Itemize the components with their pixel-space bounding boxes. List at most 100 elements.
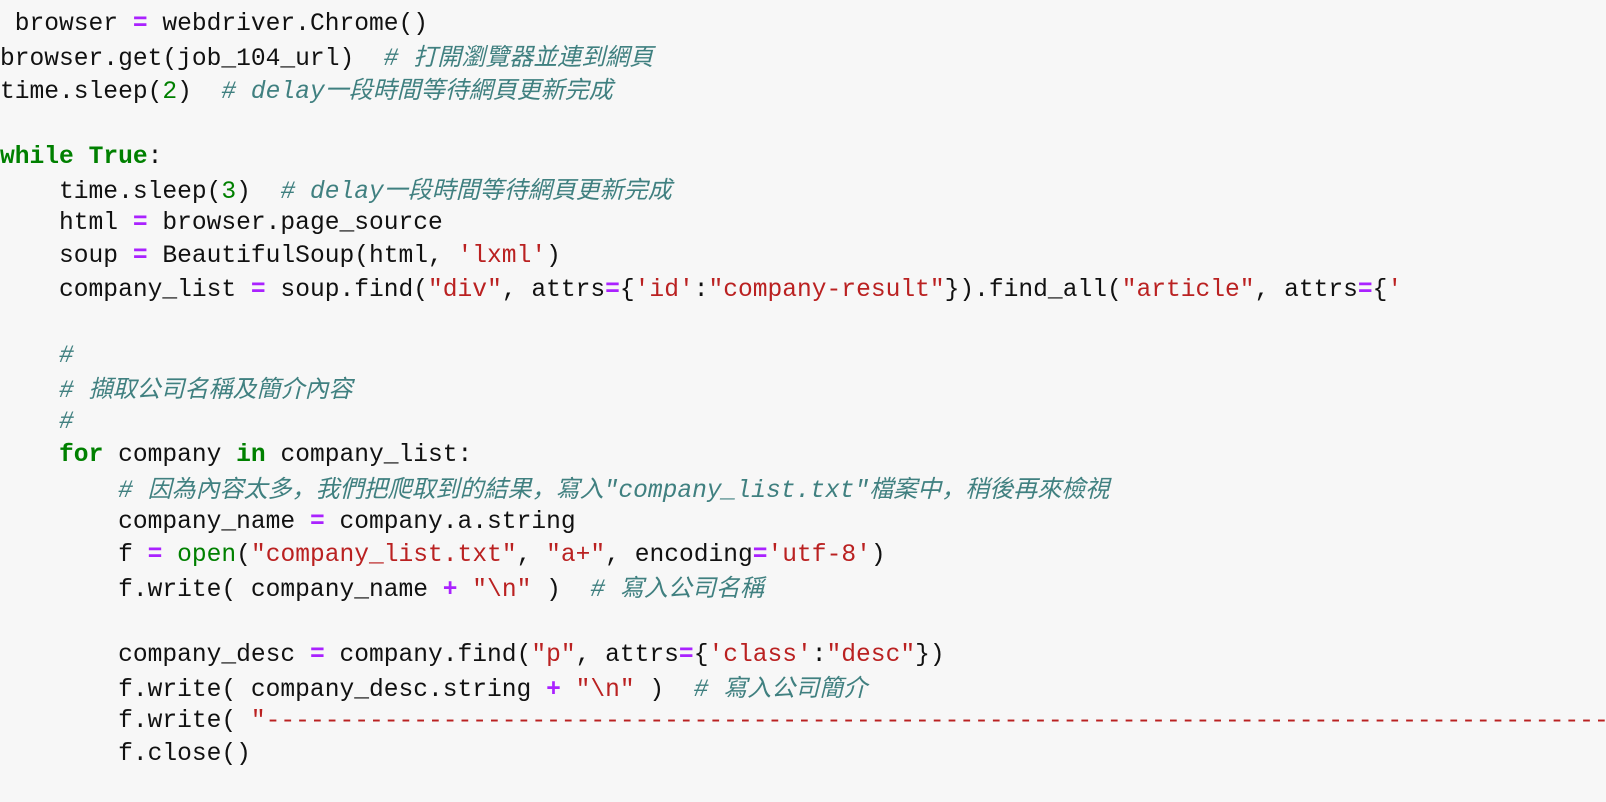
code-token: , attrs [501, 276, 606, 304]
code-token: "company_list.txt" [250, 542, 517, 569]
code-token: = [752, 542, 768, 569]
code-token: = [147, 542, 163, 569]
code-token: "\n" [575, 676, 635, 704]
code-token: 'class' [708, 641, 812, 669]
code-token: 'lxml' [457, 243, 547, 271]
code-token: # [0, 409, 74, 437]
code-token: 擷取公司名稱及簡介內容 [88, 375, 353, 404]
code-token: : [811, 641, 827, 669]
code-token: = [132, 243, 148, 271]
code-token: , attrs [575, 641, 679, 669]
code-line[interactable]: # [0, 340, 1606, 373]
code-token: for [59, 442, 104, 470]
code-token: { [619, 276, 635, 304]
code-line[interactable]: f.write( company_name + "\n" ) # 寫入公司名稱 [0, 572, 1606, 605]
code-token: f [0, 542, 148, 569]
code-token: f.write( [0, 707, 251, 735]
code-token: 3 [221, 178, 237, 206]
code-token: # delay [221, 79, 325, 107]
code-line[interactable]: browser.get(job_104_url) # 打開瀏覽器並連到網頁 [0, 41, 1606, 74]
code-token: company_list: [265, 442, 473, 470]
code-line[interactable]: company_name = company.a.string [0, 506, 1606, 539]
code-line[interactable]: time.sleep(2) # delay一段時間等待網頁更新完成 [0, 74, 1606, 107]
code-token: ) [236, 178, 281, 206]
code-line[interactable]: soup = BeautifulSoup(html, 'lxml') [0, 240, 1606, 273]
code-line[interactable]: time.sleep(3) # delay一段時間等待網頁更新完成 [0, 174, 1606, 207]
code-token: company_list [0, 276, 251, 304]
code-token: company_desc [0, 641, 310, 669]
code-token: browser [0, 11, 133, 38]
code-token: 2 [162, 79, 178, 107]
code-token: , attrs [1254, 276, 1358, 304]
code-token: = [309, 641, 325, 669]
code-token: # [0, 342, 74, 370]
code-line[interactable]: browser = webdriver.Chrome() [0, 8, 1606, 41]
code-token: BeautifulSoup(html, [147, 243, 458, 271]
code-line[interactable]: ​ [0, 108, 1606, 141]
code-token: 檔案中，稍後再來檢視 [869, 474, 1110, 503]
code-line[interactable]: while True: [0, 141, 1606, 174]
code-token: open [177, 542, 237, 569]
code-token: # delay [280, 178, 384, 206]
code-token: "a+" [546, 542, 606, 569]
code-token: time.sleep( [0, 178, 222, 206]
code-token: "company-result" [708, 276, 945, 304]
code-token [0, 442, 59, 469]
code-token: ' [1387, 276, 1403, 304]
code-token: # [590, 577, 620, 605]
code-line[interactable]: ​ [0, 605, 1606, 638]
code-token: browser.page_source [147, 210, 443, 238]
code-token: # [383, 46, 414, 74]
code-token: while [0, 143, 74, 171]
code-token: # [693, 676, 724, 704]
code-line[interactable]: f.close() [0, 738, 1606, 771]
code-line[interactable]: # 因為內容太多，我們把爬取到的結果，寫入"company_list.txt"檔… [0, 473, 1606, 506]
code-token: True [88, 143, 148, 171]
code-token: 因為內容太多，我們把爬取到的結果，寫入 [147, 474, 604, 503]
code-token: f.write( company_desc.string [0, 676, 547, 704]
code-token: = [605, 276, 620, 304]
code-token: f.write( company_name [0, 577, 443, 605]
code-token: 'utf-8' [767, 542, 871, 569]
code-token: in [236, 442, 266, 470]
code-token: webdriver.Chrome() [147, 11, 429, 38]
code-token: : [693, 276, 709, 304]
code-token: 一段時間等待網頁更新完成 [324, 76, 613, 105]
code-line[interactable]: company_desc = company.find("p", attrs={… [0, 639, 1606, 672]
code-token: soup [0, 243, 133, 271]
code-line[interactable]: # 擷取公司名稱及簡介內容 [0, 373, 1606, 406]
code-line[interactable]: f = open("company_list.txt", "a+", encod… [0, 539, 1606, 572]
code-token: "div" [428, 276, 502, 304]
code-token: "article" [1121, 276, 1255, 304]
code-token: { [1372, 276, 1388, 304]
code-token: "company_list.txt" [603, 477, 870, 505]
code-token: + [546, 676, 561, 704]
code-token: ( [236, 542, 251, 569]
code-line[interactable]: f.write( company_desc.string + "\n" ) # … [0, 672, 1606, 705]
code-token: "desc" [826, 641, 916, 669]
code-line[interactable]: html = browser.page_source [0, 207, 1606, 240]
code-line[interactable]: # [0, 406, 1606, 439]
code-token: f.close() [0, 741, 251, 769]
code-token: 'id' [634, 276, 694, 304]
code-token: = [1357, 276, 1373, 304]
code-token: { [693, 641, 709, 669]
code-token: ) [634, 676, 694, 704]
code-token [74, 144, 89, 171]
code-token: 一段時間等待網頁更新完成 [383, 175, 672, 204]
code-token: 寫入公司名稱 [619, 574, 764, 603]
code-token: "---------------------------------------… [250, 707, 1606, 735]
code-line[interactable]: company_list = soup.find("div", attrs={'… [0, 274, 1606, 307]
code-token [561, 677, 576, 704]
code-line[interactable]: ​ [0, 307, 1606, 340]
code-token: company [103, 442, 237, 470]
code-token: = [309, 508, 325, 536]
code-line[interactable]: f.write( "------------------------------… [0, 705, 1606, 738]
code-token [162, 542, 177, 569]
code-token: 打開瀏覽器並連到網頁 [413, 43, 654, 72]
code-line[interactable]: for company in company_list: [0, 439, 1606, 472]
code-token: company_name [0, 508, 310, 536]
code-token: = [132, 210, 148, 238]
code-token: "\n" [472, 577, 532, 605]
